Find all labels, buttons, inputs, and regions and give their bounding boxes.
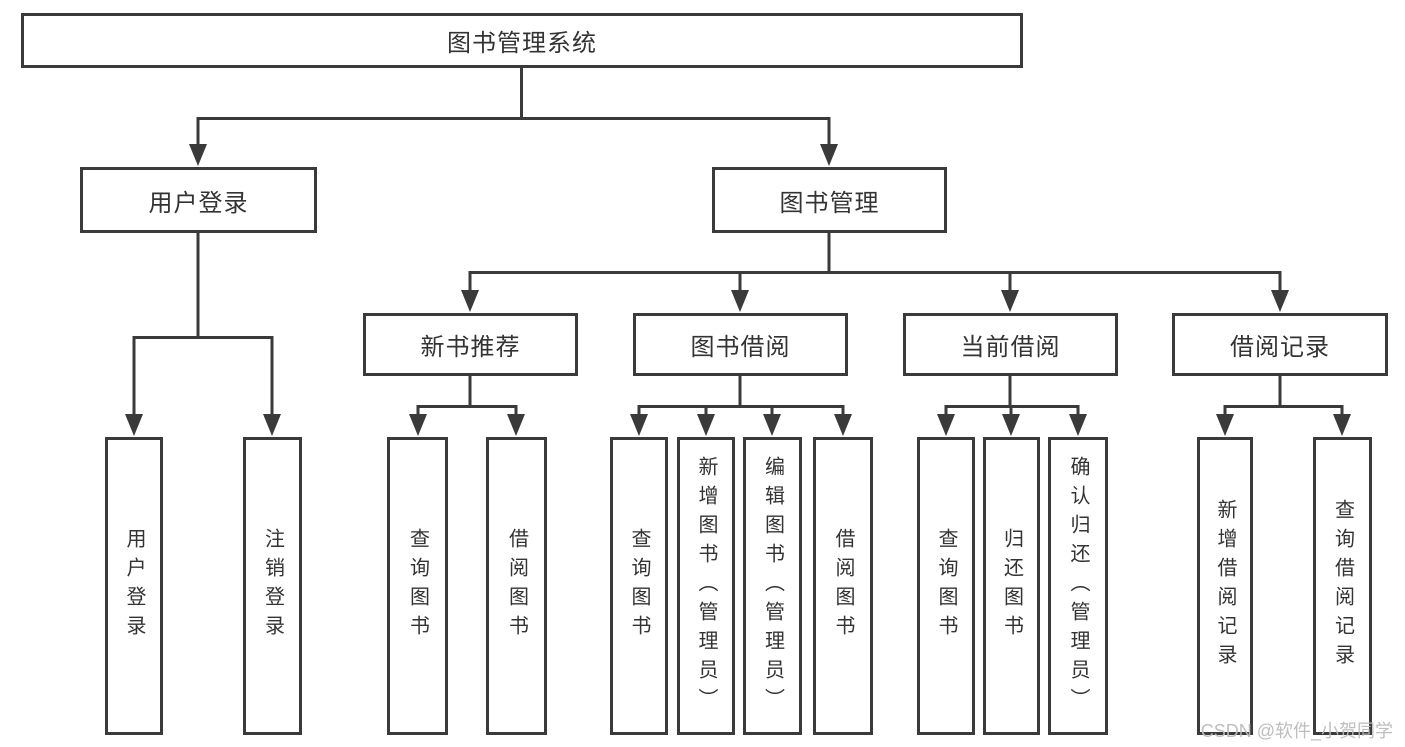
connector-book-mgmt-drops xyxy=(468,271,1282,292)
arrowhead-leaf-13 xyxy=(1333,414,1351,436)
leaf-user-login: 用户登录 xyxy=(105,437,163,735)
node-borrow-record: 借阅记录 xyxy=(1172,313,1388,376)
arrowhead-leaf-8 xyxy=(834,414,852,436)
arrowhead-current-borrow xyxy=(1001,290,1019,312)
leaf-borrow-book: 借阅图书 xyxy=(813,437,873,735)
node-book-management: 图书管理 xyxy=(712,167,947,233)
leaf-query-book-current-label: 查询图书 xyxy=(935,528,957,644)
csdn-watermark: CSDN @软件_小贺同学 xyxy=(1200,721,1393,741)
node-user-login-label: 用户登录 xyxy=(148,189,249,217)
node-book-borrow: 图书借阅 xyxy=(633,313,848,376)
leaf-confirm-return-admin-label: 确认归还（管理员） xyxy=(1067,455,1089,717)
arrowhead-leaf-9 xyxy=(937,414,955,436)
leaf-add-borrow-record-label: 新增借阅记录 xyxy=(1214,499,1236,673)
leaf-query-book-borrow-label: 查询图书 xyxy=(628,528,650,644)
arrowhead-leaf-5 xyxy=(630,414,648,436)
leaf-borrow-book-recommend-label: 借阅图书 xyxy=(505,528,528,644)
arrowhead-book-mgmt xyxy=(820,144,838,166)
node-root: 图书管理系统 xyxy=(21,13,1023,68)
leaf-user-login-label: 用户登录 xyxy=(123,528,145,644)
arrowhead-leaf-4 xyxy=(507,414,525,436)
arrowhead-leaf-7 xyxy=(763,414,781,436)
arrowhead-leaf-1 xyxy=(125,414,143,436)
arrowhead-leaf-6 xyxy=(697,414,715,436)
connector-current-borrow-split xyxy=(944,376,1080,416)
node-current-borrow-label: 当前借阅 xyxy=(960,334,1061,361)
connector-lines xyxy=(132,68,1344,416)
arrowhead-user-login xyxy=(189,144,207,166)
arrowhead-leaf-10 xyxy=(1002,414,1020,436)
node-book-management-label: 图书管理 xyxy=(779,189,880,217)
connector-user-login-drops xyxy=(132,336,274,416)
arrowhead-new-book xyxy=(461,290,479,312)
leaf-query-book-borrow: 查询图书 xyxy=(610,437,668,735)
leaf-borrow-book-recommend: 借阅图书 xyxy=(486,437,547,735)
arrowhead-leaf-12 xyxy=(1216,414,1234,436)
node-new-book-recommend-label: 新书推荐 xyxy=(420,334,521,361)
leaf-borrow-book-label: 借阅图书 xyxy=(832,528,854,644)
arrowhead-book-borrow xyxy=(731,290,749,312)
leaf-add-book-admin: 新增图书（管理员） xyxy=(677,437,735,735)
node-user-login: 用户登录 xyxy=(80,167,317,233)
leaf-query-borrow-record-label: 查询借阅记录 xyxy=(1331,499,1354,673)
connector-book-borrow-split xyxy=(637,376,845,416)
arrowheads xyxy=(125,144,1351,436)
leaf-edit-book-admin-label: 编辑图书（管理员） xyxy=(761,455,784,717)
connector-new-book-split xyxy=(416,376,518,416)
node-borrow-record-label: 借阅记录 xyxy=(1230,334,1330,361)
arrowhead-leaf-11 xyxy=(1069,414,1087,436)
leaf-return-book: 归还图书 xyxy=(983,437,1040,735)
leaf-add-borrow-record: 新增借阅记录 xyxy=(1197,437,1253,735)
arrowhead-leaf-3 xyxy=(409,414,427,436)
leaf-return-book-label: 归还图书 xyxy=(1000,528,1023,644)
connector-borrow-record-split xyxy=(1223,376,1344,416)
leaf-query-borrow-record: 查询借阅记录 xyxy=(1313,437,1372,735)
leaf-query-book-current: 查询图书 xyxy=(917,437,975,735)
node-new-book-recommend: 新书推荐 xyxy=(363,313,578,376)
arrowhead-borrow-record xyxy=(1271,290,1289,312)
node-book-borrow-label: 图书借阅 xyxy=(690,334,791,361)
leaf-query-book-recommend: 查询图书 xyxy=(387,437,448,735)
arrowhead-leaf-2 xyxy=(263,414,281,436)
node-root-label: 图书管理系统 xyxy=(447,30,597,57)
leaf-query-book-recommend-label: 查询图书 xyxy=(406,528,429,644)
leaf-logout: 注销登录 xyxy=(243,437,302,735)
leaf-edit-book-admin: 编辑图书（管理员） xyxy=(743,437,802,735)
node-current-borrow: 当前借阅 xyxy=(903,313,1118,376)
leaf-add-book-admin-label: 新增图书（管理员） xyxy=(695,455,717,717)
leaf-confirm-return-admin: 确认归还（管理员） xyxy=(1048,437,1108,735)
leaf-logout-label: 注销登录 xyxy=(261,528,284,644)
